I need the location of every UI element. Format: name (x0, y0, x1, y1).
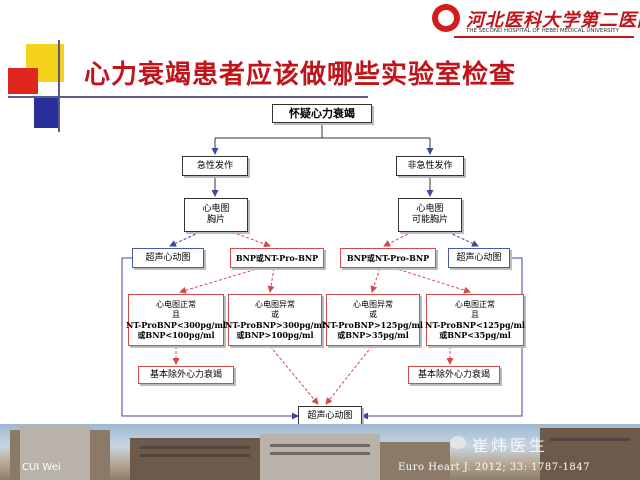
final-echo-label: 超声心动图 (307, 410, 353, 421)
ecg-abnormal-right-box: 心电图异常 或 NT-ProBNP>125pg/ml 或BNP>35pg/ml (323, 294, 423, 346)
ecg-normal-right-line4: 或BNP<35pg/ml (439, 330, 511, 340)
suspected-heart-failure-label: 怀疑心力衰竭 (289, 107, 355, 120)
ecg-normal-right-line3: NT-ProBNP<125pg/ml (425, 320, 525, 330)
author-credit: CUI Wei (22, 462, 61, 473)
bnp-left-box: BNP或NT-Pro-BNP (230, 248, 324, 268)
ecg-abnormal-left-line4: 或BNP>100pg/ml (236, 330, 314, 340)
bnp-right-box: BNP或NT-Pro-BNP (340, 248, 436, 268)
decor-blue-square (34, 96, 58, 128)
decor-horizontal-line (8, 96, 368, 98)
ecg-normal-left-line2: 且 (172, 310, 180, 319)
final-echo-box: 超声心动图 (298, 406, 362, 426)
ecg-normal-left-line1: 心电图正常 (156, 300, 196, 309)
ecg-abnormal-left-box: 心电图异常 或 NT-ProBNP>300pg/ml 或BNP>100pg/ml (225, 294, 325, 346)
decor-red-square (8, 68, 38, 94)
citation: Euro Heart J. 2012; 33: 1787-1847 (398, 462, 590, 473)
ecg-normal-right-line2: 且 (471, 310, 479, 319)
ecg-abnormal-right-line4: 或BNP>35pg/ml (337, 330, 409, 340)
ecg-normal-right-box: 心电图正常 且 NT-ProBNP<125pg/ml 或BNP<35pg/ml (425, 294, 525, 346)
hospital-logo-subtitle: THE SECOND HOSPITAL OF HEBEI MEDICAL UNI… (466, 28, 619, 34)
exclude-hf-right-box: 基本除外心力衰竭 (408, 366, 500, 384)
watermark-text: 崔炜医生 (472, 436, 549, 455)
hospital-logo-icon (432, 4, 460, 32)
exclude-hf-left-label: 基本除外心力衰竭 (149, 369, 222, 380)
ecg-abnormal-right-line3: NT-ProBNP>125pg/ml (323, 320, 423, 330)
echo-left-label: 超声心动图 (145, 252, 191, 263)
non-acute-onset-box: 非急性发作 (396, 156, 464, 176)
exclude-hf-left-box: 基本除外心力衰竭 (138, 366, 234, 384)
ecg-abnormal-left-line1: 心电图异常 (255, 300, 295, 309)
acute-tests-box: 心电图 胸片 (184, 198, 248, 232)
acute-onset-label: 急性发作 (196, 160, 233, 171)
echo-left-box: 超声心动图 (132, 248, 204, 268)
footer-hospital-photo (0, 424, 640, 480)
ecg-normal-left-line4: 或BNP<100pg/ml (137, 330, 215, 340)
non-acute-onset-label: 非急性发作 (407, 160, 453, 171)
non-acute-test-ecg: 心电图 (416, 204, 444, 214)
ecg-abnormal-right-line1: 心电图异常 (353, 300, 393, 309)
suspected-heart-failure-box: 怀疑心力衰竭 (272, 104, 372, 123)
non-acute-test-xray: 可能胸片 (411, 215, 448, 225)
acute-onset-box: 急性发作 (182, 156, 248, 176)
ecg-abnormal-left-line3: NT-ProBNP>300pg/ml (225, 320, 325, 330)
decor-vertical-line (58, 40, 60, 132)
ecg-normal-left-line3: NT-ProBNP<300pg/ml (126, 320, 226, 330)
slide-title: 心力衰竭患者应该做哪些实验室检查 (84, 60, 517, 90)
exclude-hf-right-label: 基本除外心力衰竭 (417, 369, 490, 380)
acute-test-xray: 胸片 (206, 215, 225, 225)
echo-right-label: 超声心动图 (456, 252, 502, 263)
acute-test-ecg: 心电图 (202, 204, 230, 214)
hospital-logo-text: 河北医科大学第二医院 (466, 10, 640, 31)
ecg-normal-left-box: 心电图正常 且 NT-ProBNP<300pg/ml 或BNP<100pg/ml (126, 294, 226, 346)
echo-right-box: 超声心动图 (448, 248, 510, 268)
logo-underline (454, 36, 634, 38)
wechat-icon (450, 436, 466, 449)
ecg-normal-right-line1: 心电图正常 (455, 300, 495, 309)
bnp-right-label: BNP或NT-Pro-BNP (346, 252, 430, 263)
bnp-left-label: BNP或NT-Pro-BNP (235, 252, 319, 263)
ecg-abnormal-left-line2: 或 (271, 310, 279, 319)
ecg-abnormal-right-line2: 或 (369, 310, 377, 319)
non-acute-tests-box: 心电图 可能胸片 (398, 198, 462, 232)
